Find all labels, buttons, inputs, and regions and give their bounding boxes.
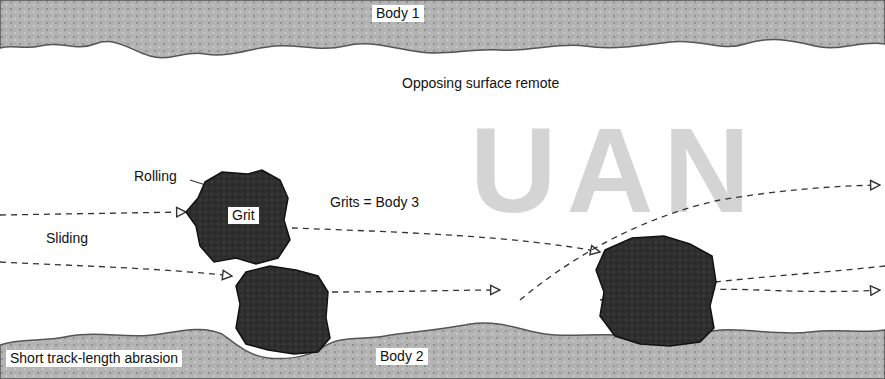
grit-particle-node: Grit	[196, 172, 290, 264]
body-band: Short track-length abrasion Body 2	[0, 326, 885, 379]
particle-note: Grits = Body 3	[326, 194, 423, 211]
abrasion-note: Short track-length abrasion	[6, 350, 182, 367]
motion-label: Sliding	[42, 230, 92, 247]
body-band: Body 1	[0, 0, 885, 50]
grit-particle	[236, 266, 330, 354]
motion-label: Rolling	[130, 168, 181, 185]
surface-note: Opposing surface remote	[398, 75, 563, 92]
grit-label: Grit	[228, 207, 259, 224]
motion-paths	[0, 185, 885, 300]
body-label: Body 1	[372, 5, 424, 22]
grit-particle	[596, 236, 716, 346]
watermark: UAN	[470, 110, 760, 230]
body-label: Body 2	[376, 348, 428, 365]
grit-particle	[186, 170, 290, 264]
body-1-surface	[0, 0, 885, 58]
body-2-surface	[0, 323, 885, 379]
